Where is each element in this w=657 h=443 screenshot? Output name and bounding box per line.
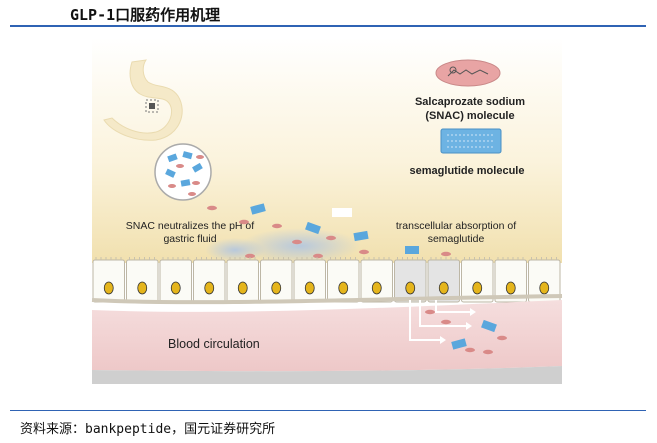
cell-nucleus — [271, 281, 282, 295]
basement-membrane — [91, 294, 563, 305]
epithelial-cell — [494, 259, 527, 303]
epithelial-cell — [159, 259, 192, 303]
epithelial-cell — [327, 259, 360, 303]
epithelial-cell — [427, 259, 460, 303]
epithelial-cell — [126, 259, 159, 303]
transcellular-label-line2: semaglutide — [428, 233, 485, 245]
epithelial-cell — [461, 259, 494, 303]
bottom-divider — [10, 410, 646, 411]
microvilli — [330, 257, 356, 260]
blood-vessel — [92, 300, 562, 372]
cell-nucleus — [237, 281, 248, 295]
top-divider — [10, 25, 646, 27]
snac-legend-label-line1: Salcaprozate sodium — [415, 96, 525, 108]
cell-nucleus — [539, 281, 550, 295]
epithelial-cell — [193, 259, 226, 303]
tablet-circle — [154, 143, 212, 201]
microvilli — [95, 257, 122, 260]
epithelial-cell-layer — [92, 257, 561, 303]
stomach-icon — [103, 59, 183, 141]
absorption-arrows — [409, 300, 470, 341]
cell-nucleus — [472, 281, 483, 295]
microvilli — [263, 257, 289, 260]
epithelial-cell — [92, 259, 125, 303]
blood-circulation-label: Blood circulation — [168, 337, 260, 351]
microvilli — [296, 257, 323, 260]
epithelial-cell — [226, 259, 259, 303]
microvilli — [464, 257, 490, 260]
cell-nucleus — [405, 281, 416, 295]
transcellular-label-line1: transcellular absorption of — [396, 220, 516, 232]
cell-nucleus — [304, 281, 315, 295]
cell-nucleus — [170, 281, 181, 295]
semaglutide-legend-label: semaglutide molecule — [410, 165, 525, 177]
epithelial-cell — [394, 259, 427, 303]
lumen-tag — [332, 208, 352, 217]
microvilli — [497, 257, 524, 260]
cell-nucleus — [103, 281, 114, 295]
cell-nucleus — [371, 281, 382, 295]
blood-molecules — [425, 309, 507, 355]
microvilli — [531, 257, 557, 260]
snac-neutralizes-label-line2: gastric fluid — [163, 233, 216, 245]
vessel-wall — [92, 366, 562, 384]
snac-neutralizes-label-line1: SNAC neutralizes the pH of — [126, 220, 254, 232]
snac-legend-label-line2: (SNAC) molecule — [425, 110, 514, 122]
microvilli — [430, 257, 457, 260]
source-note: 资料来源：bankpeptide，国元证券研究所 — [20, 422, 276, 437]
snac-legend: Salcaprozate sodium (SNAC) molecule — [415, 59, 525, 122]
semaglutide-legend: semaglutide molecule — [410, 128, 525, 177]
microvilli — [196, 257, 222, 260]
epithelial-cell — [260, 259, 293, 303]
microvilli — [397, 257, 423, 260]
page-title: GLP-1口服药作用机理 — [70, 6, 221, 24]
microvilli — [129, 257, 155, 260]
cell-nucleus — [338, 281, 349, 295]
epithelial-cell — [293, 259, 326, 303]
cell-nucleus — [438, 281, 449, 295]
epithelial-cell — [360, 259, 393, 303]
cell-nucleus — [204, 281, 215, 295]
microvilli — [363, 257, 390, 260]
cell-nucleus — [137, 281, 148, 295]
cell-nucleus — [505, 281, 516, 295]
absorption-arrowheads — [440, 308, 476, 344]
microvilli — [229, 257, 256, 260]
microvilli — [162, 257, 189, 260]
